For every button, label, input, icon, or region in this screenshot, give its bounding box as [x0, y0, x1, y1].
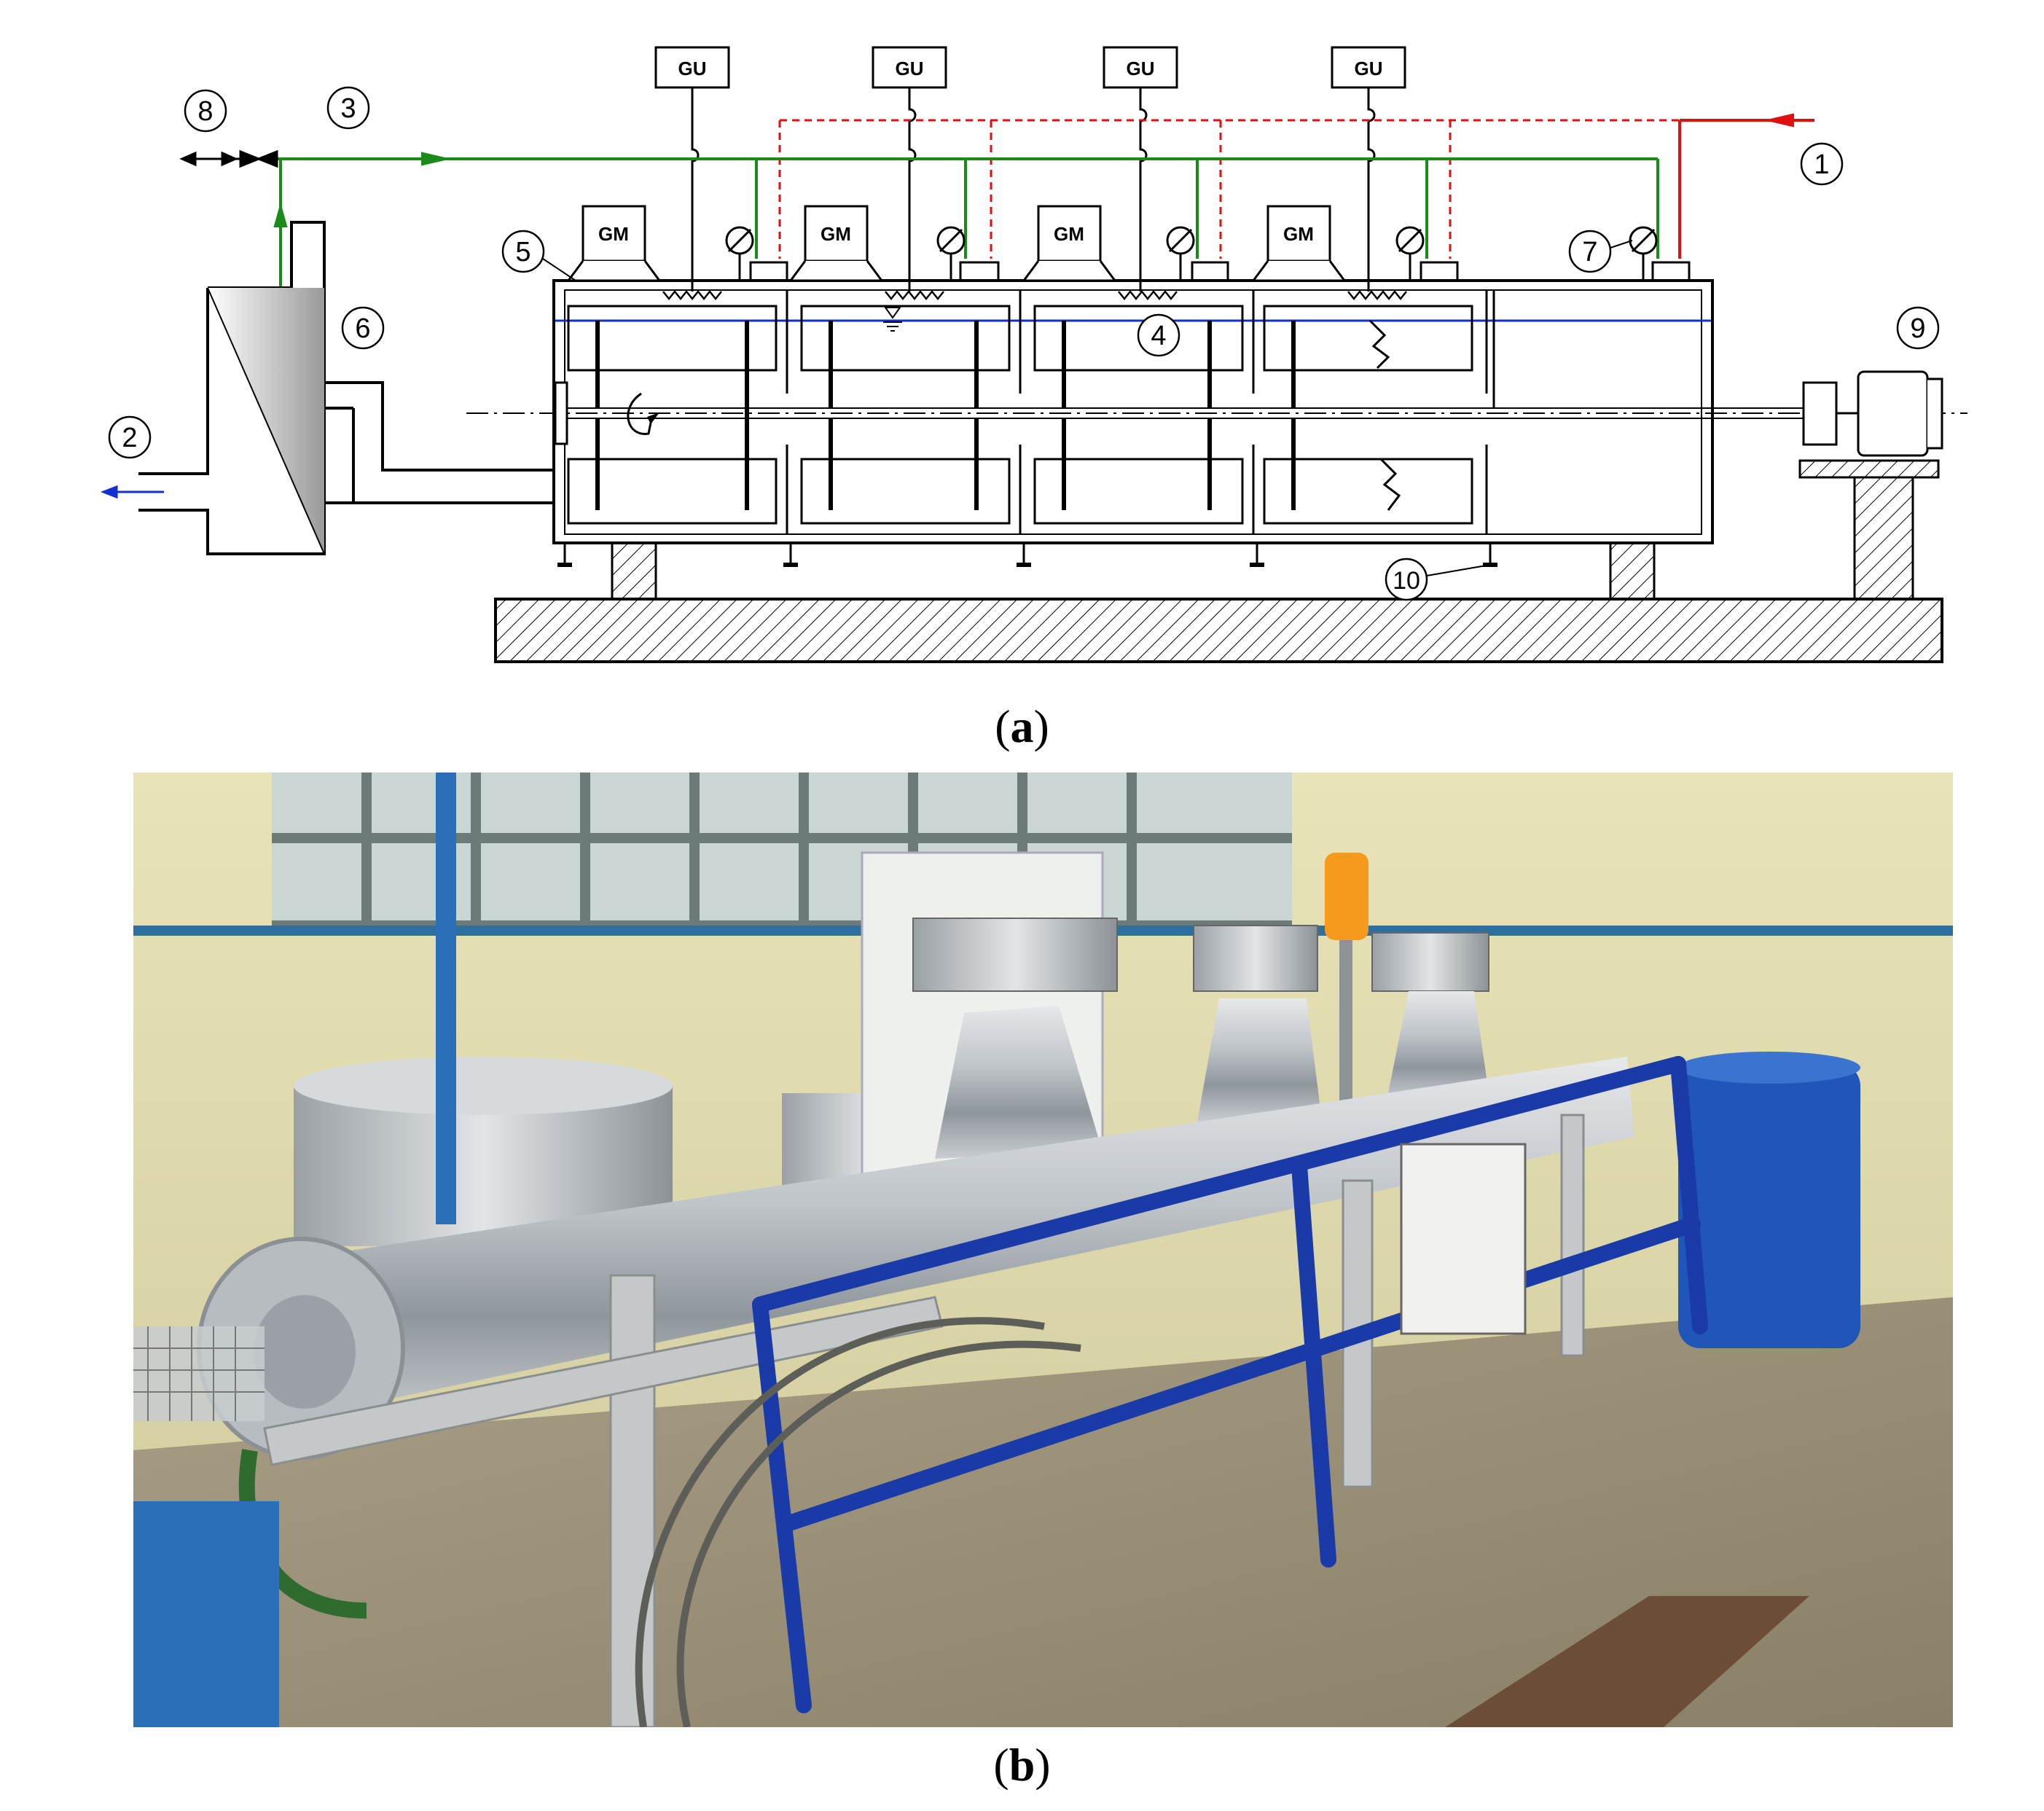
gu-label-1: GU	[678, 58, 707, 79]
callout-6: 6	[355, 313, 370, 344]
callout-markers	[108, 86, 1940, 601]
motor-support	[1853, 476, 1914, 601]
caption-a: (a)	[995, 700, 1049, 752]
drain-valves	[557, 543, 1497, 567]
gm-label-4: GM	[1283, 223, 1314, 245]
gu-label-3: GU	[1127, 58, 1155, 79]
gm-label-1: GM	[598, 223, 629, 245]
callout-9: 9	[1910, 313, 1925, 344]
callout-8: 8	[197, 96, 213, 127]
callout-10: 10	[1393, 567, 1420, 595]
callout-5: 5	[515, 237, 530, 267]
callout-4: 4	[1151, 321, 1166, 351]
support-left	[611, 541, 657, 601]
callout-7: 7	[1582, 237, 1597, 267]
drive-motor	[1802, 370, 1943, 457]
supply-line	[778, 113, 1814, 259]
level-symbol	[883, 307, 902, 332]
valve	[179, 149, 278, 168]
motor-base	[1798, 459, 1940, 479]
gm-modules	[566, 205, 1347, 282]
inlet-nozzles	[749, 261, 1691, 281]
callout-1: 1	[1814, 149, 1829, 180]
gm-label-3: GM	[1054, 223, 1084, 245]
outlet-arrow	[100, 485, 164, 499]
separator	[138, 221, 554, 555]
gu-label-2: GU	[896, 58, 924, 79]
pressure-gauges	[725, 226, 1658, 281]
rotation-symbol	[627, 392, 654, 435]
gm-label-2: GM	[821, 223, 851, 245]
installation-photo	[133, 772, 1953, 1727]
schematic-diagram: GM GM GM GM GU GU GU GU	[100, 46, 1967, 663]
gu-label-4: GU	[1355, 58, 1383, 79]
callout-3: 3	[340, 93, 356, 124]
foundation-slab	[494, 598, 1943, 663]
support-right	[1609, 541, 1656, 601]
callout-2: 2	[122, 423, 137, 453]
gu-units	[654, 46, 1406, 89]
heater-coils	[662, 289, 1407, 301]
caption-b: (b)	[993, 1739, 1051, 1791]
reactor-sections	[567, 290, 1495, 534]
